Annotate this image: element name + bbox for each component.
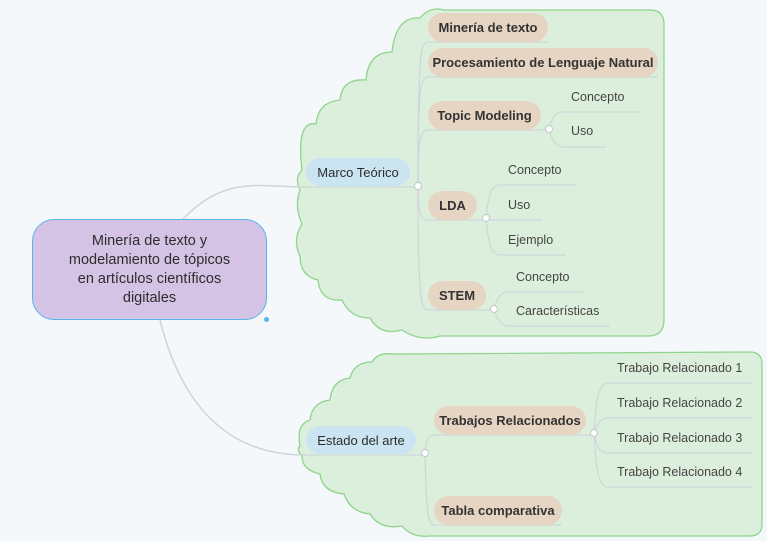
subtopic-stem[interactable]: STEM [428,281,486,310]
subtopic-topic-modeling[interactable]: Topic Modeling [428,101,541,130]
link-lda-ejemplo [485,217,566,256]
subtopic-trabajos-label: Trabajos Relacionados [439,413,581,428]
leaf-trabajo-relacionado-1[interactable]: Trabajo Relacionado 1 [617,361,743,375]
leaf-trabajo-relacionado-3[interactable]: Trabajo Relacionado 3 [617,431,743,445]
collapse-knob-marco[interactable] [414,182,422,190]
link-marco-topic [417,129,429,187]
subtopic-topic-label: Topic Modeling [437,108,532,123]
leaf-trabajo-relacionado-2[interactable]: Trabajo Relacionado 2 [617,396,743,410]
topic-marco-teorico[interactable]: Marco Teórico [306,158,410,186]
link-root-estado [159,319,306,456]
link-lda-concepto [485,184,576,219]
central-topic[interactable]: Minería de texto y modelamiento de tópic… [32,219,267,320]
collapse-knob-trabajos[interactable] [590,429,598,437]
marco-boundary [295,8,665,339]
leaf-topic-uso[interactable]: Uso [571,124,594,138]
subtopic-tabla-label: Tabla comparativa [441,503,555,518]
link-root-marco [182,184,306,220]
leaf-topic-concepto[interactable]: Concepto [571,90,625,104]
subtopic-trabajos-relacionados[interactable]: Trabajos Relacionados [434,406,586,435]
collapse-knob-stem[interactable] [490,305,498,313]
topic-estado-del-arte[interactable]: Estado del arte [306,426,416,454]
estado-boundary [297,351,763,537]
link-marco-stem [417,185,429,311]
link-trabajo-4 [593,432,752,488]
topic-estado-del-arte-label: Estado del arte [317,432,405,448]
subtopic-procesamiento-lenguaje-natural[interactable]: Procesamiento de Lenguaje Natural [428,48,658,77]
leaf-stem-caracteristicas[interactable]: Características [516,304,600,318]
subtopic-pln-label: Procesamiento de Lenguaje Natural [432,55,654,70]
central-topic-resize-handle[interactable] [264,317,269,322]
leaf-stem-concepto[interactable]: Concepto [516,270,570,284]
subtopic-stem-label: STEM [438,288,476,303]
subtopic-mineria-label: Minería de texto [438,20,538,35]
subtopic-mineria-de-texto[interactable]: Minería de texto [428,13,548,42]
leaf-trabajo-relacionado-4[interactable]: Trabajo Relacionado 4 [617,465,743,479]
leaf-lda-concepto[interactable]: Concepto [508,163,562,177]
subtopic-lda[interactable]: LDA [428,191,477,220]
collapse-knob-topic-modeling[interactable] [545,125,553,133]
subtopic-lda-label: LDA [439,198,466,213]
central-topic-label: Minería de texto y modelamiento de tópic… [68,232,231,306]
leaf-lda-ejemplo[interactable]: Ejemplo [508,233,554,247]
collapse-knob-lda[interactable] [482,214,490,222]
subtopic-tabla-comparativa[interactable]: Tabla comparativa [434,496,562,525]
leaf-lda-uso[interactable]: Uso [508,198,531,212]
link-trabajo-1 [593,382,752,434]
collapse-knob-estado[interactable] [421,449,429,457]
link-estado-tabla [424,452,435,526]
topic-marco-teorico-label: Marco Teórico [317,164,399,180]
